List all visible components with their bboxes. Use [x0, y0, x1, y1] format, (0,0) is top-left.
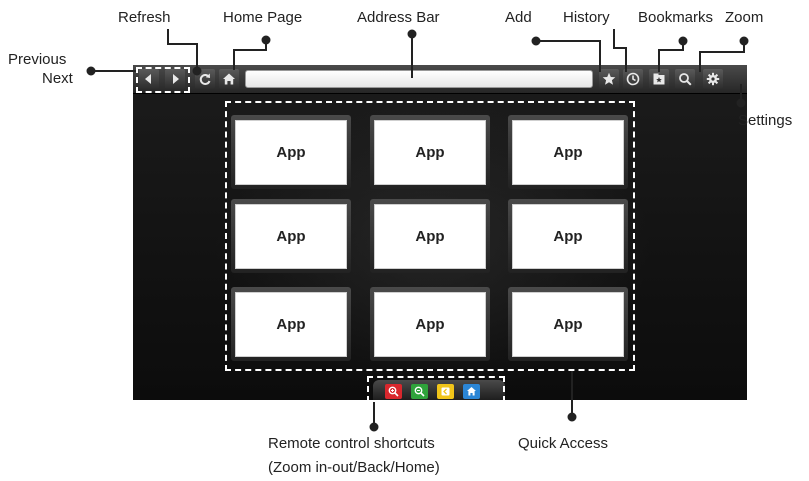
- remote-shortcuts-sublabel: (Zoom in-out/Back/Home): [268, 459, 440, 476]
- refresh-label: Refresh: [118, 9, 171, 26]
- home-page-label: Home Page: [223, 9, 303, 26]
- app-label: App: [512, 120, 624, 185]
- previous-label: Previous: [8, 51, 67, 68]
- refresh-button[interactable]: [195, 69, 215, 89]
- remote-shortcuts-highlight: [367, 376, 505, 402]
- clock-icon: [626, 72, 640, 86]
- quick-access-highlight: [225, 101, 635, 371]
- settings-label: Settings: [738, 112, 793, 129]
- previous-button[interactable]: [139, 69, 159, 89]
- zoom-in-shortcut[interactable]: [385, 384, 402, 399]
- app-tile[interactable]: App: [370, 287, 490, 361]
- app-label: App: [512, 292, 624, 357]
- arrow-right-icon: [173, 74, 179, 84]
- bookmark-folder-icon: [653, 73, 665, 85]
- remote-shortcut-bar: [373, 380, 505, 400]
- app-label: App: [374, 204, 486, 269]
- app-label: App: [235, 292, 347, 357]
- next-button[interactable]: [165, 69, 185, 89]
- app-label: App: [374, 292, 486, 357]
- app-tile[interactable]: App: [231, 199, 351, 273]
- zoom-out-shortcut[interactable]: [411, 384, 428, 399]
- app-tile[interactable]: App: [231, 115, 351, 189]
- app-tile[interactable]: App: [508, 287, 628, 361]
- home-icon: [223, 73, 235, 85]
- star-icon: [602, 72, 616, 85]
- browser-screen: App App App App App App App App App: [133, 65, 747, 400]
- gear-icon: [706, 72, 720, 86]
- back-icon: [441, 387, 450, 396]
- app-tile[interactable]: App: [508, 115, 628, 189]
- home-page-button[interactable]: [219, 69, 239, 89]
- add-bookmark-button[interactable]: [599, 69, 619, 89]
- refresh-icon: [199, 73, 211, 85]
- next-label: Next: [42, 70, 73, 87]
- history-button[interactable]: [623, 69, 643, 89]
- zoom-label: Zoom: [725, 9, 764, 26]
- bookmarks-label: Bookmarks: [638, 9, 714, 26]
- app-label: App: [235, 120, 347, 185]
- home-icon: [467, 387, 476, 396]
- app-tile[interactable]: App: [370, 115, 490, 189]
- app-label: App: [235, 204, 347, 269]
- zoom-out-icon: [414, 386, 425, 397]
- settings-button[interactable]: [703, 69, 723, 89]
- home-shortcut[interactable]: [463, 384, 480, 399]
- zoom-in-icon: [388, 386, 399, 397]
- app-tile[interactable]: App: [370, 199, 490, 273]
- app-tile[interactable]: App: [231, 287, 351, 361]
- history-label: History: [563, 9, 610, 26]
- app-label: App: [374, 120, 486, 185]
- address-bar[interactable]: [245, 70, 593, 88]
- zoom-button[interactable]: [675, 69, 695, 89]
- app-tile[interactable]: App: [508, 199, 628, 273]
- browser-toolbar: [133, 65, 747, 94]
- quick-access-label: Quick Access: [518, 435, 609, 452]
- add-label: Add: [505, 9, 532, 26]
- arrow-left-icon: [145, 74, 151, 84]
- back-shortcut[interactable]: [437, 384, 454, 399]
- app-label: App: [512, 204, 624, 269]
- remote-shortcuts-label: Remote control shortcuts: [268, 435, 435, 452]
- address-bar-label: Address Bar: [357, 9, 440, 26]
- magnifier-icon: [679, 73, 692, 86]
- bookmarks-button[interactable]: [649, 69, 669, 89]
- prev-next-highlight: [136, 67, 190, 93]
